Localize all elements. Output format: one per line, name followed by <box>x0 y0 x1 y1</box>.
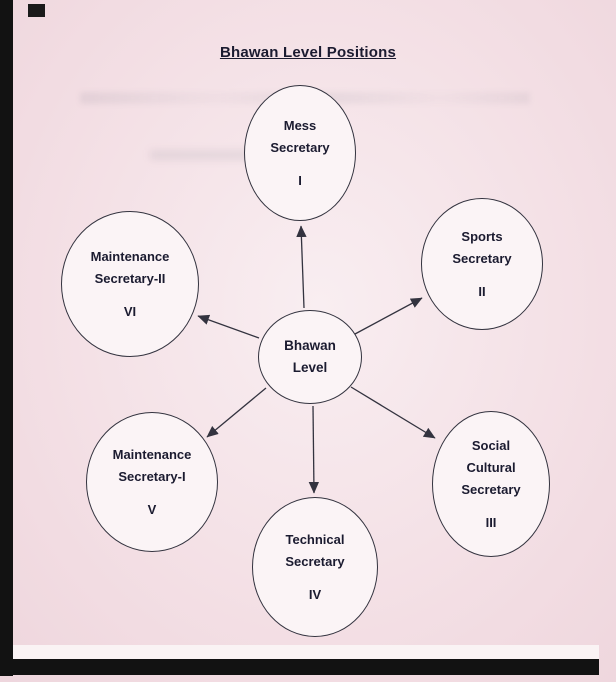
node-numeral: VI <box>123 303 137 319</box>
node-numeral: I <box>298 172 302 188</box>
node-technical-secretary: Technical Secretary IV <box>252 497 378 637</box>
node-label: Level <box>292 360 328 375</box>
scan-artifact <box>150 150 270 160</box>
node-numeral: IV <box>308 586 322 602</box>
arrow-to-social-cultural-secretary <box>350 386 436 439</box>
page-left-border <box>0 0 13 676</box>
node-label: Secretary <box>452 250 512 266</box>
node-numeral: V <box>147 501 157 517</box>
arrow-to-mess-secretary <box>296 225 307 309</box>
node-maintenance-secretary-1: Maintenance Secretary-I V <box>86 412 218 552</box>
node-label: Secretary-II <box>94 270 166 286</box>
diagram-title: Bhawan Level Positions <box>219 44 397 61</box>
node-label: Secretary <box>285 553 345 569</box>
node-bhawan-level: Bhawan Level <box>258 310 362 404</box>
node-label: Sports <box>461 228 503 244</box>
node-mess-secretary: Mess Secretary I <box>244 85 356 221</box>
page-bottom-border <box>0 659 599 675</box>
node-label: Maintenance <box>90 248 170 264</box>
node-sports-secretary: Sports Secretary II <box>421 198 543 330</box>
arrow-to-maintenance-secretary-1 <box>206 387 267 438</box>
node-maintenance-secretary-2: Maintenance Secretary-II VI <box>61 211 199 357</box>
node-label: Secretary <box>461 481 521 497</box>
page-bottom-margin <box>13 645 599 659</box>
node-label: Cultural <box>466 459 516 475</box>
node-label: Bhawan <box>284 338 336 353</box>
node-label: Mess <box>283 117 317 133</box>
arrow-to-sports-secretary <box>354 297 423 335</box>
node-label: Social <box>471 437 511 453</box>
node-numeral: III <box>485 514 497 530</box>
node-numeral: II <box>478 283 486 299</box>
node-label: Technical <box>285 531 345 547</box>
arrow-to-maintenance-secretary-2 <box>197 314 260 339</box>
node-social-cultural-secretary: Social Cultural Secretary III <box>432 411 550 557</box>
arrow-to-technical-secretary <box>308 405 320 494</box>
node-label: Secretary-I <box>118 468 186 484</box>
node-label: Maintenance <box>112 446 192 462</box>
scan-corner-mark <box>28 4 45 17</box>
node-label: Secretary <box>270 139 330 155</box>
